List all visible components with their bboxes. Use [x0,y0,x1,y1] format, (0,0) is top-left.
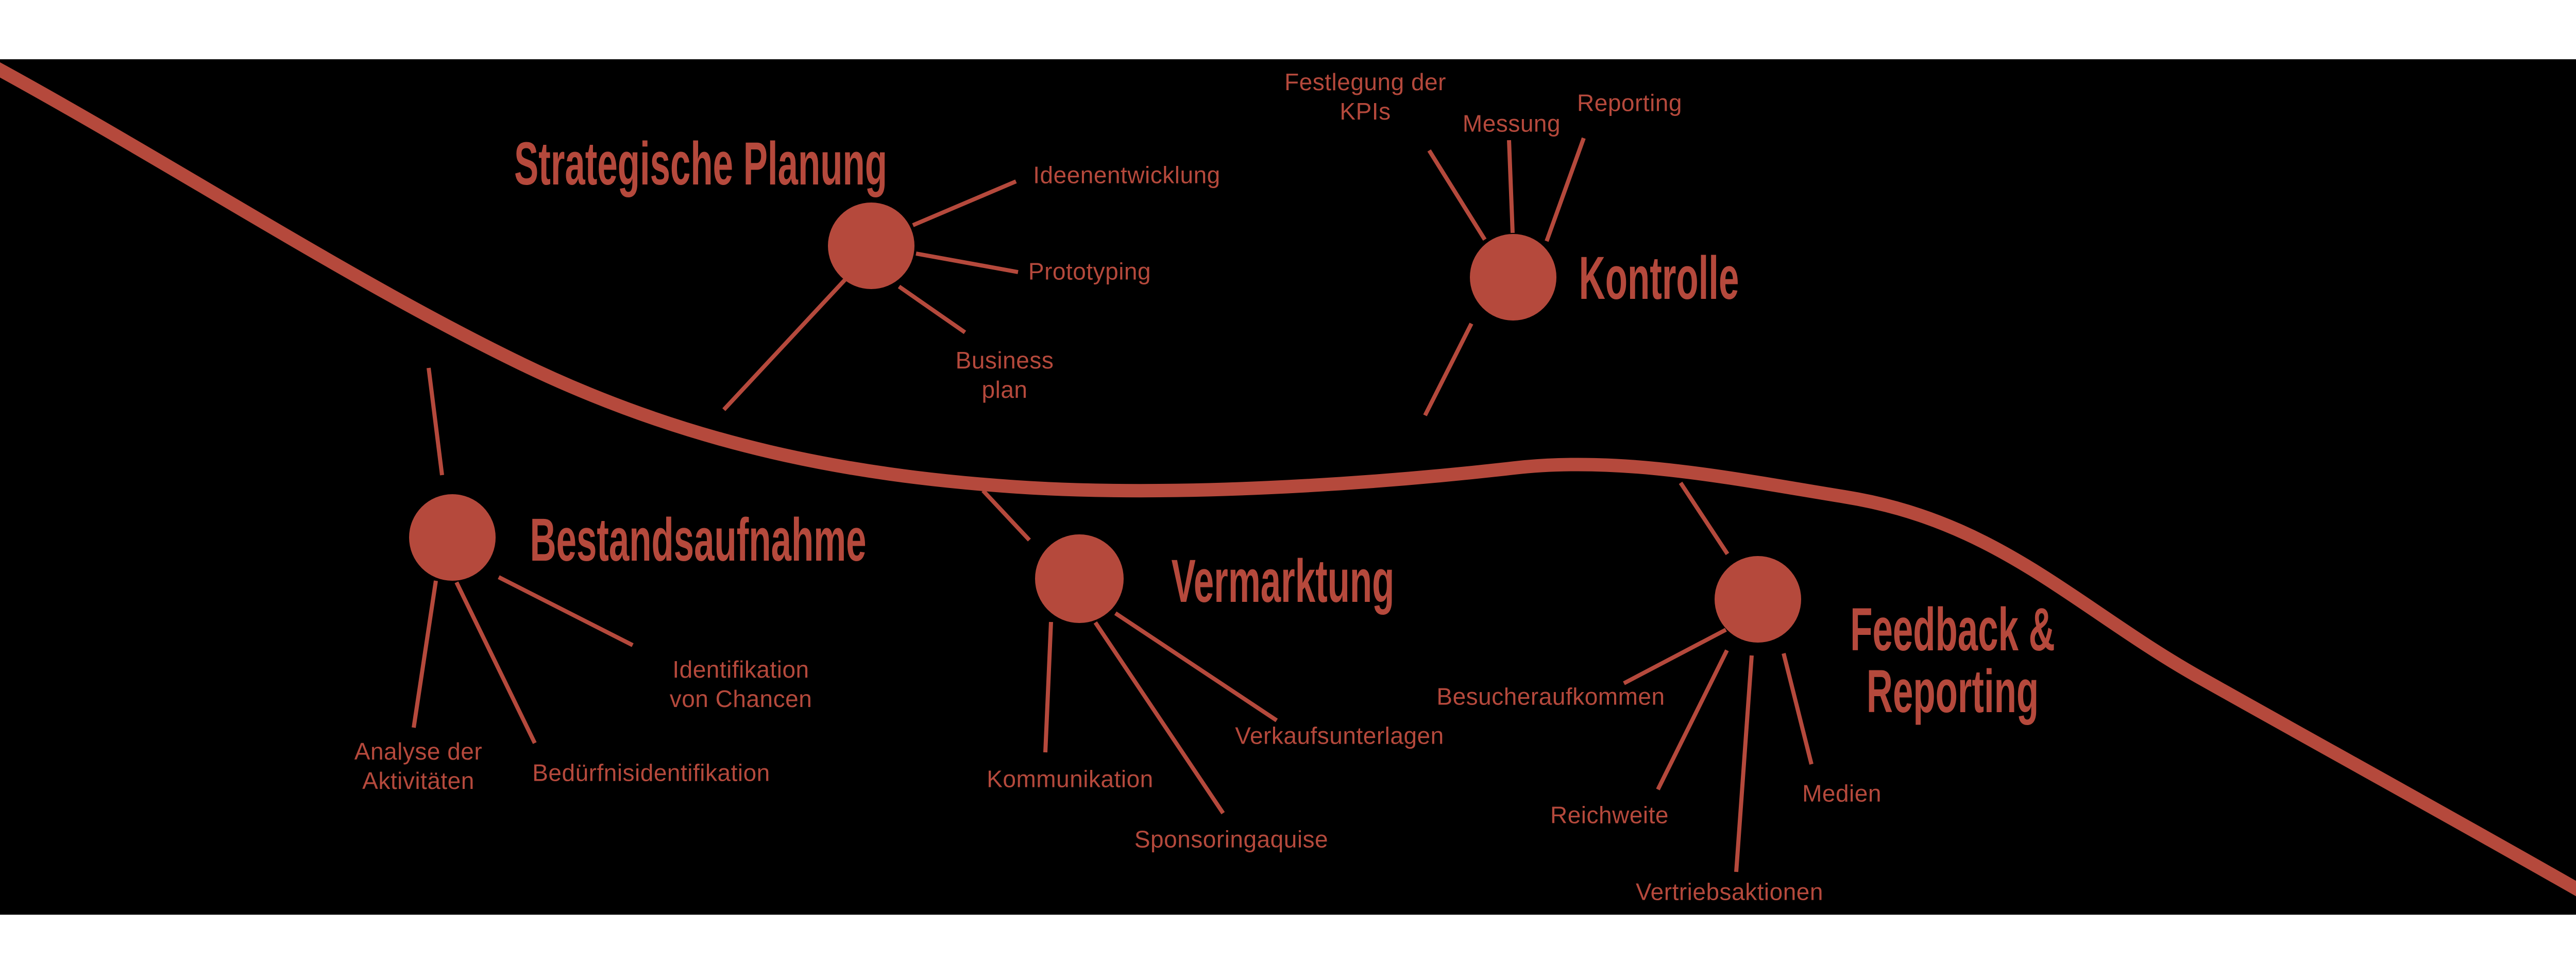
spoke-medien [1782,653,1814,765]
spoke-businessplan [897,284,967,334]
sublabel-businessplan: Business plan [955,347,1054,403]
journey-curve [0,62,2576,897]
node-circle-vermarktung [1035,534,1124,623]
sublabel-prototyping: Prototyping [1028,258,1151,285]
spoke-reichweite [1656,649,1729,790]
node-circle-kontrolle [1470,234,1556,321]
spoke-kommunikation [1043,621,1053,753]
node-circle-feedback-reporting [1715,556,1801,643]
spoke-feedback-curve [1679,481,1730,556]
sublabel-reichweite: Reichweite [1550,801,1669,829]
sublabel-ideenentwicklung: Ideenentwicklung [1033,161,1221,189]
sublabel-messung: Messung [1462,110,1561,137]
sublabel-medien: Medien [1802,780,1882,807]
sublabel-besucheraufkommen: Besucheraufkommen [1436,683,1665,710]
node-circle-bestandsaufnahme [409,494,496,581]
sublabel-sponsoringaquise: Sponsoringaquise [1134,826,1329,853]
spoke-ideenentwicklung [912,179,1017,227]
spoke-identifikation [498,575,634,647]
node-title-kontrolle: Kontrolle [1526,247,1792,309]
sublabel-reporting: Reporting [1577,89,1682,116]
sublabel-vertriebsaktionen: Vertriebsaktionen [1636,878,1823,905]
sublabel-verkaufsunterlagen: Verkaufsunterlagen [1235,722,1444,749]
spoke-vermarktung-curve [981,489,1031,542]
node-title-text: Vermarktung [1171,547,1395,615]
spoke-verkaufsunterlagen [1114,611,1278,722]
spoke-kpis [1427,149,1487,241]
sublabel-analyse-der-aktivitaeten: Analyse der Aktivitäten [354,738,483,794]
node-title-text: Feedback & Reporting [1850,596,2055,726]
sublabel-kommunikation: Kommunikation [987,765,1154,793]
node-title-vermarktung: Vermarktung [1097,550,1468,612]
spoke-beduerfnis [454,581,537,744]
sublabel-festlegung-der-kpis: Festlegung der KPIs [1284,69,1446,125]
node-title-feedback-reporting: Feedback & Reporting [1782,599,2123,722]
node-title-strategische-planung: Strategische Planung [390,133,1012,195]
spoke-messung [1507,140,1515,233]
spoke-analyse [412,580,438,728]
spoke-kontrolle-curve [1423,323,1473,416]
spoke-prototyping [916,251,1019,274]
spoke-besucheraufkommen [1623,628,1727,685]
sublabel-beduerfnisidentifikation: Bedürfnisidentifikation [532,759,770,786]
node-title-bestandsaufnahme: Bestandsaufnahme [418,509,979,571]
node-title-text: Strategische Planung [514,130,887,198]
spoke-lines [412,137,1814,872]
spoke-reporting [1545,137,1586,242]
spoke-bestandsaufnahme-curve [427,367,444,476]
node-title-text: Kontrolle [1579,244,1739,312]
node-title-text: Bestandsaufnahme [530,506,867,574]
spoke-vertriebsaktionen [1734,655,1754,872]
node-circle-strategische-planung [828,203,914,289]
sublabel-identifikation-von-chancen: Identifikation von Chancen [669,656,812,712]
spoke-strategische-curve [722,278,846,411]
spoke-sponsoring [1093,621,1225,815]
